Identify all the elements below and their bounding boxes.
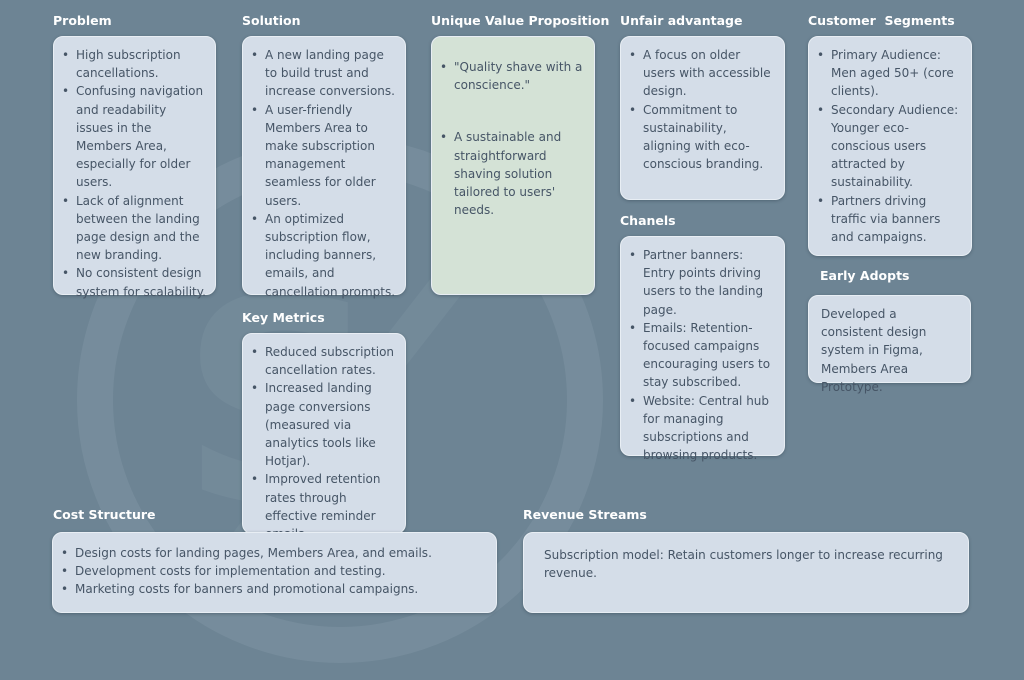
customer-segments-list: Primary Audience: Men aged 50+ (core cli… xyxy=(809,46,965,246)
uvp-card: "Quality shave with a conscience." A sus… xyxy=(431,36,595,295)
cost-structure-heading: Cost Structure xyxy=(53,507,156,522)
list-item: Partners driving traffic via banners and… xyxy=(809,192,965,247)
uvp-heading: Unique Value Proposition xyxy=(431,13,610,28)
list-item: A user-friendly Members Area to make sub… xyxy=(243,101,397,210)
unfair-advantage-heading: Unfair advantage xyxy=(620,13,743,28)
cost-structure-list: Design costs for landing pages, Members … xyxy=(53,544,486,599)
key-metrics-heading: Key Metrics xyxy=(242,310,325,325)
list-item: High subscription cancellations. xyxy=(54,46,207,82)
list-item: Reduced subscription cancellation rates. xyxy=(243,343,399,379)
uvp-list: "Quality shave with a conscience." A sus… xyxy=(432,58,584,219)
list-item: Lack of alignment between the landing pa… xyxy=(54,192,207,265)
list-item: Emails: Retention-focused campaigns enco… xyxy=(621,319,778,392)
list-item: Website: Central hub for managing subscr… xyxy=(621,392,778,465)
list-item: A new landing page to build trust and in… xyxy=(243,46,397,101)
customer-segments-heading: Customer Segments xyxy=(808,13,955,28)
list-item: Confusing navigation and readability iss… xyxy=(54,82,207,191)
unfair-advantage-card: A focus on older users with accessible d… xyxy=(620,36,785,200)
cost-structure-card: Design costs for landing pages, Members … xyxy=(52,532,497,613)
unfair-advantage-list: A focus on older users with accessible d… xyxy=(621,46,776,173)
list-item: No consistent design system for scalabil… xyxy=(54,264,207,300)
solution-card: A new landing page to build trust and in… xyxy=(242,36,406,299)
list-item: A sustainable and straightforward shavin… xyxy=(432,128,584,219)
early-adopters-card: Developed a consistent design system in … xyxy=(808,295,971,394)
early-adopters-text: Developed a consistent design system in … xyxy=(821,307,927,394)
list-item: A focus on older users with accessible d… xyxy=(621,46,776,101)
list-item: Design costs for landing pages, Members … xyxy=(53,544,486,562)
list-item: Secondary Audience: Younger eco-consciou… xyxy=(809,101,965,192)
solution-heading: Solution xyxy=(242,13,301,28)
list-item: Development costs for implementation and… xyxy=(53,562,486,580)
channels-list: Partner banners: Entry points driving us… xyxy=(621,246,778,464)
problem-list: High subscription cancellations. Confusi… xyxy=(54,46,207,301)
revenue-streams-text: Subscription model: Retain customers lon… xyxy=(544,548,943,581)
list-item: Primary Audience: Men aged 50+ (core cli… xyxy=(809,46,965,101)
list-item: Commitment to sustainability, aligning w… xyxy=(621,101,776,174)
list-item: "Quality shave with a conscience." xyxy=(432,58,584,94)
key-metrics-list: Reduced subscription cancellation rates.… xyxy=(243,343,399,543)
problem-heading: Problem xyxy=(53,13,112,28)
revenue-streams-card: Subscription model: Retain customers lon… xyxy=(523,532,969,613)
channels-heading: Chanels xyxy=(620,213,676,228)
problem-card: High subscription cancellations. Confusi… xyxy=(53,36,216,299)
list-item: Marketing costs for banners and promotio… xyxy=(53,580,486,598)
early-adopters-heading: Early Adopts xyxy=(820,268,910,283)
list-item: Partner banners: Entry points driving us… xyxy=(621,246,778,319)
list-item: Improved retention rates through effecti… xyxy=(243,470,399,543)
key-metrics-card: Reduced subscription cancellation rates.… xyxy=(242,333,406,541)
channels-card: Partner banners: Entry points driving us… xyxy=(620,236,785,462)
revenue-streams-heading: Revenue Streams xyxy=(523,507,647,522)
solution-list: A new landing page to build trust and in… xyxy=(243,46,397,301)
list-item: Increased landing page conversions (meas… xyxy=(243,379,399,470)
list-item: An optimized subscription flow, includin… xyxy=(243,210,397,301)
customer-segments-card: Primary Audience: Men aged 50+ (core cli… xyxy=(808,36,972,256)
